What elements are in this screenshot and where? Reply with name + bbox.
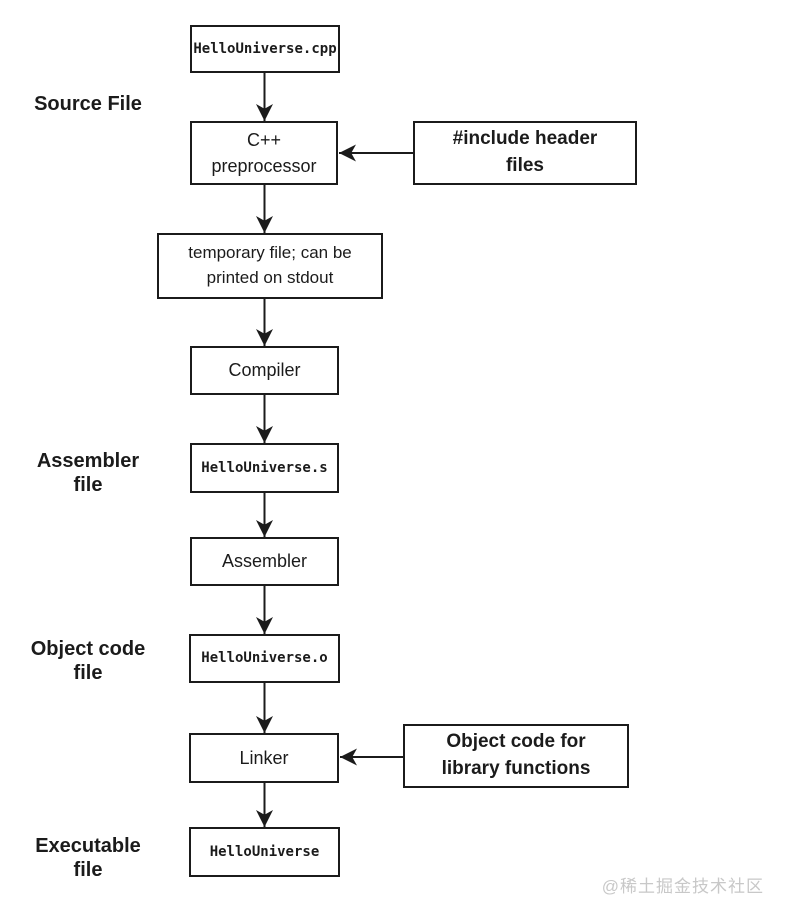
node-source-file: HelloUniverse.cpp — [190, 25, 340, 73]
label-object-code-file: Object code file — [30, 638, 146, 684]
node-include-headers: #include header files — [413, 121, 637, 185]
label-executable-file: Executable file — [35, 835, 141, 881]
node-compiler: Compiler — [190, 346, 339, 395]
watermark-text: @稀土掘金技术社区 — [601, 877, 764, 896]
node-temporary-file: temporary file; can be printed on stdout — [157, 233, 383, 299]
node-library-object-code: Object code for library functions — [403, 724, 629, 788]
node-assembler-file: HelloUniverse.s — [190, 443, 339, 493]
node-object-file: HelloUniverse.o — [189, 634, 340, 683]
node-preprocessor: C++ preprocessor — [190, 121, 338, 185]
node-linker: Linker — [189, 733, 339, 783]
node-assembler: Assembler — [190, 537, 339, 586]
label-assembler-file: Assembler file — [36, 450, 140, 496]
label-source-file: Source File — [34, 93, 142, 115]
node-executable: HelloUniverse — [189, 827, 340, 877]
